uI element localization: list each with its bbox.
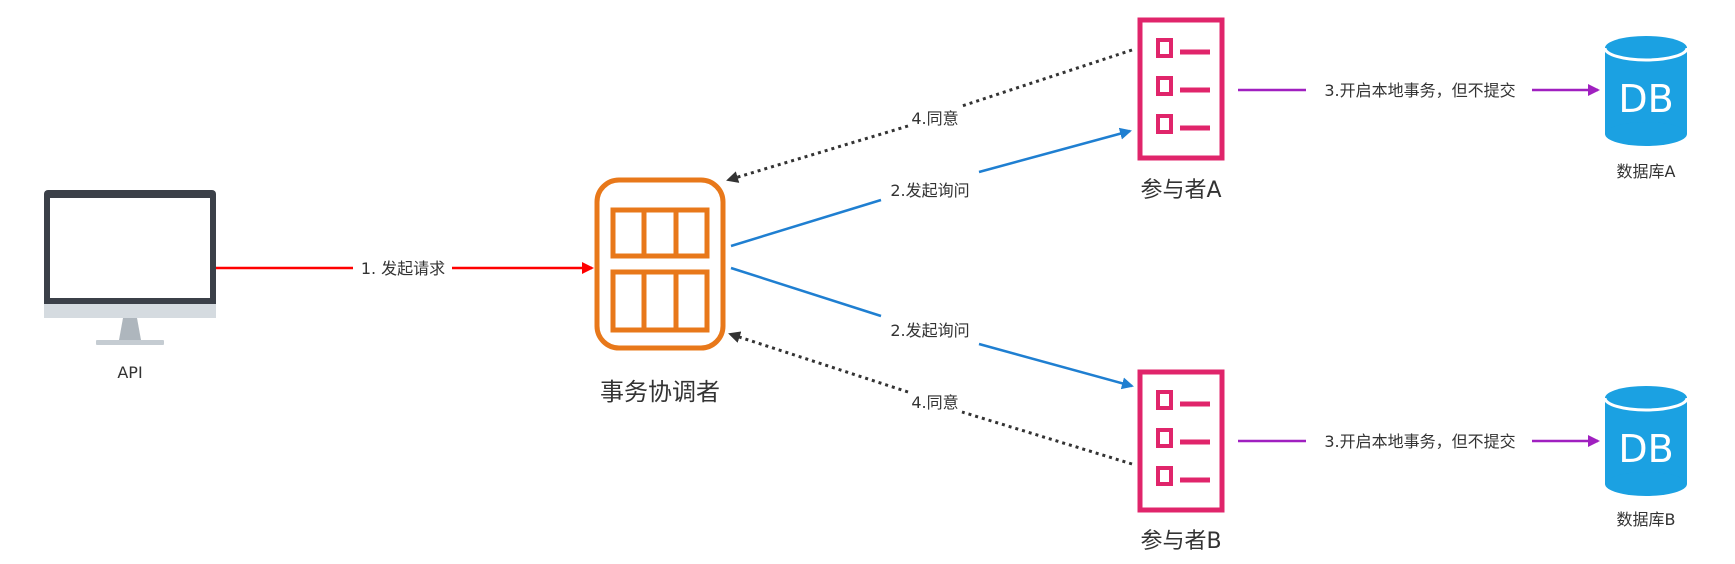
edge-label-agree-b: 4.同意 [911,393,958,412]
db-a-label: 数据库A [1617,162,1676,181]
edge-label-inquiry-a: 2.发起询问 [890,181,969,200]
db-a-icon-text: DB [1618,77,1673,121]
edge-label-agree-a: 4.同意 [911,109,958,128]
edge-label-local-tx-a: 3.开启本地事务，但不提交 [1324,81,1515,100]
api-label: API [117,363,142,382]
database-icon: DB [1603,386,1689,496]
coordinator-grid-icon [594,177,726,351]
checklist-icon [1137,369,1225,513]
edge-api-to-coordinator: 1. 发起请求 [216,259,594,278]
edge-a-to-coordinator: 4.同意 [726,48,1133,183]
edge-label-request: 1. 发起请求 [361,259,445,278]
db-b-node: DB 数据库B [1603,386,1689,529]
edge-coordinator-to-b: 2.发起询问 [730,266,1134,390]
db-b-label: 数据库B [1617,510,1676,529]
db-b-icon-text: DB [1618,427,1673,471]
participant-a-label: 参与者A [1140,178,1221,203]
edge-label-inquiry-b: 2.发起询问 [890,321,969,340]
database-icon: DB [1603,36,1689,146]
participant-b-label: 参与者B [1140,529,1221,554]
edge-a-to-db: 3.开启本地事务，但不提交 [1238,81,1600,100]
monitor-icon [44,190,216,345]
edge-b-to-db: 3.开启本地事务，但不提交 [1238,432,1600,451]
checklist-icon [1137,17,1225,161]
api-node: API [44,190,216,382]
edge-coordinator-to-a: 2.发起询问 [730,127,1132,248]
edge-label-local-tx-b: 3.开启本地事务，但不提交 [1324,432,1515,451]
coordinator-label: 事务协调者 [600,378,720,406]
participant-a-node: 参与者A [1137,17,1225,203]
edge-b-to-coordinator: 4.同意 [728,331,1133,466]
coordinator-node: 事务协调者 [594,177,726,406]
db-a-node: DB 数据库A [1603,36,1689,181]
participant-b-node: 参与者B [1137,369,1225,554]
